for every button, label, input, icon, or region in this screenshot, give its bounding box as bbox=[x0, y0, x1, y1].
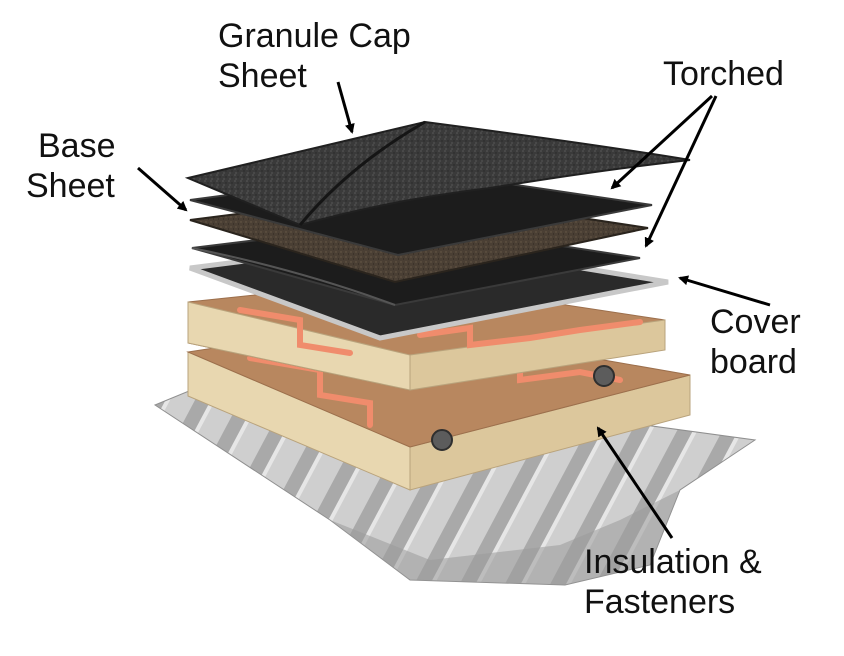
base-sheet-label: Base Sheet bbox=[26, 126, 116, 206]
torched-label: Torched bbox=[663, 55, 784, 93]
granule-cap-label-line2: Sheet bbox=[218, 57, 307, 95]
granule-cap-sheet-label: Granule Cap Sheet bbox=[218, 16, 411, 96]
cover-board-label-line1: Cover bbox=[710, 303, 801, 341]
cover-board-label-line2: board bbox=[710, 343, 797, 381]
fastener-plate-icon bbox=[431, 429, 453, 451]
torched-arrow-upper bbox=[610, 94, 714, 190]
base-sheet-label-line1: Base bbox=[38, 127, 116, 165]
torched-arrow-lower bbox=[644, 95, 718, 248]
cover-board-label: Cover board bbox=[710, 302, 801, 382]
granule-cap-label-line1: Granule Cap bbox=[218, 17, 411, 55]
insulation-arrow bbox=[596, 426, 674, 539]
insulation-label-line2: Fasteners bbox=[584, 583, 736, 621]
insulation-fasteners-label: Insulation & Fasteners bbox=[584, 542, 762, 622]
cover-board-arrow bbox=[678, 275, 771, 307]
base-sheet-label-line2: Sheet bbox=[26, 167, 115, 205]
granule-cap-sheet-layer bbox=[184, 120, 691, 227]
granule-cap-arrow bbox=[336, 81, 355, 134]
callout-arrows bbox=[137, 81, 771, 539]
insulation-label-line1: Insulation & bbox=[584, 543, 762, 581]
base-sheet-arrow bbox=[137, 166, 188, 212]
fastener-plate-icon bbox=[593, 365, 615, 387]
